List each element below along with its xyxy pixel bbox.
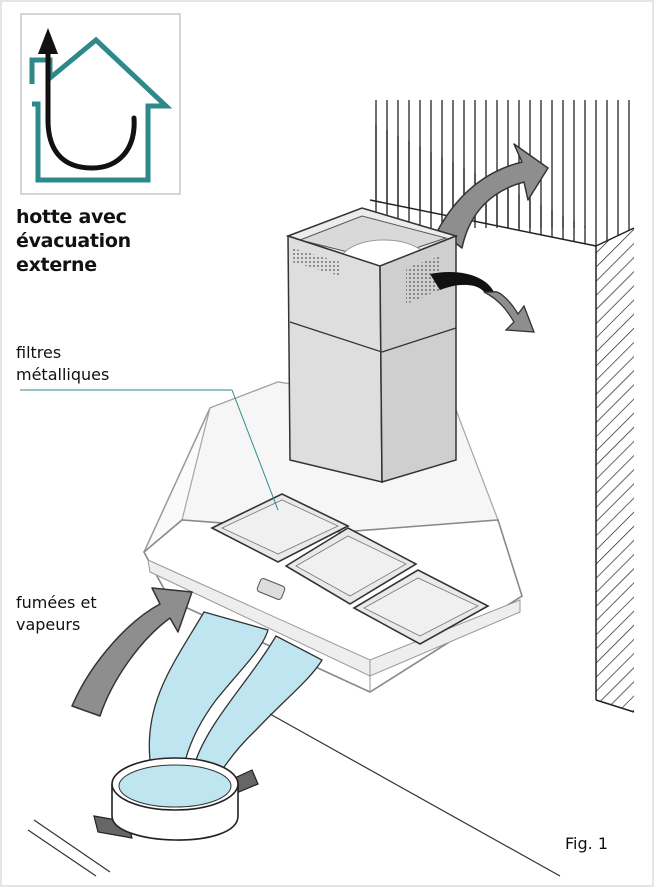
- duct-exit-arrow: [430, 272, 535, 333]
- side-wall: [595, 228, 635, 713]
- filters-line-1: filtres: [16, 343, 62, 362]
- countertop-lines: [27, 713, 561, 877]
- fumes-label: fumées et vapeurs: [16, 592, 166, 636]
- filters-label: filtres métalliques: [16, 342, 166, 386]
- metal-filters: [210, 493, 490, 645]
- title-line-3: externe: [16, 254, 97, 276]
- filters-line-2: métalliques: [16, 365, 110, 384]
- figure-number: Fig. 1: [565, 834, 608, 853]
- title-line-2: évacuation: [16, 230, 131, 252]
- fumes-line-1: fumées et: [16, 593, 97, 612]
- fumes-arrow: [71, 587, 193, 717]
- title-label: hotte avec évacuation externe: [16, 205, 186, 277]
- cooking-pot: [93, 757, 259, 841]
- outflow-arrow: [437, 143, 549, 249]
- filters-leader: [20, 389, 279, 511]
- exhaust-arrow-icon: [38, 28, 137, 171]
- duct-chimney: [285, 207, 459, 484]
- title-line-1: hotte avec: [16, 206, 127, 228]
- fumes-line-2: vapeurs: [16, 615, 81, 634]
